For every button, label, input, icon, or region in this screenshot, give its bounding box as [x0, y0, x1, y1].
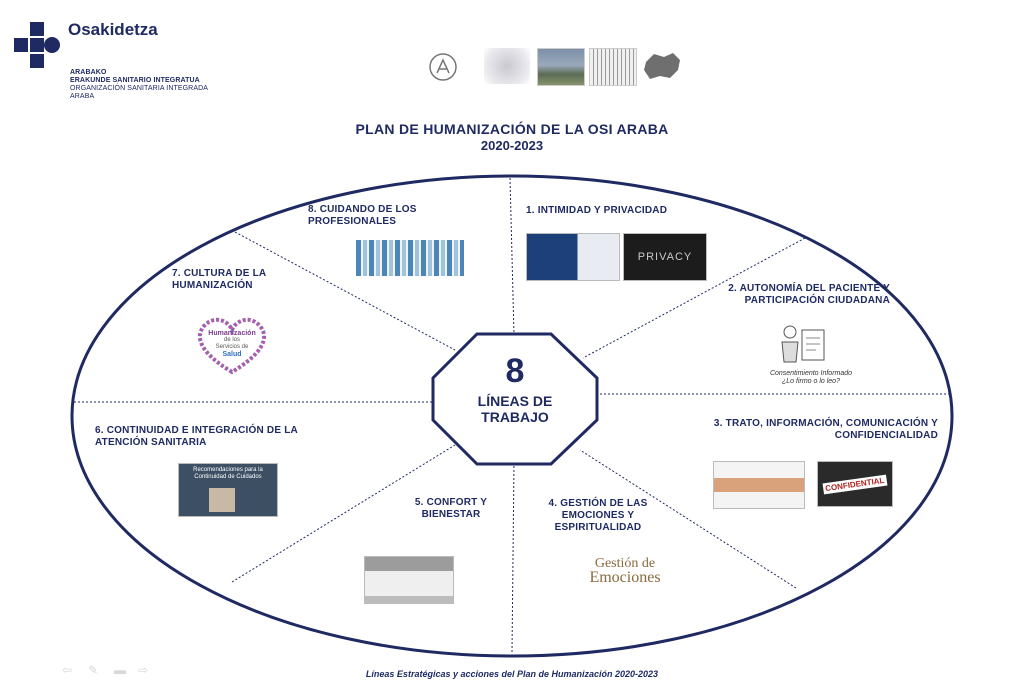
segment-1-image-privacy: PRIVACY	[623, 233, 707, 281]
segment-2-image-consent-icon	[781, 325, 825, 363]
header-image-map	[644, 53, 680, 79]
segment-dividers	[74, 177, 950, 653]
divider-top-left	[234, 231, 456, 351]
center-label: LÍNEAS DE TRABAJO	[477, 393, 553, 425]
segment-4-label: 4. GESTIÓN DE LAS EMOCIONES Y ESPIRITUAL…	[548, 498, 648, 533]
segment-2-caption: Consentimiento Informado ¿Lo firmo o lo …	[769, 370, 853, 385]
diagram-ellipse	[70, 174, 954, 658]
brand-name: Osakidetza	[68, 20, 158, 39]
page-subtitle: 2020-2023	[480, 138, 544, 153]
center-number: 8	[505, 352, 525, 390]
segment-5-label: 5. CONFORT Y BIENESTAR	[414, 497, 488, 520]
segment-5-image-pillows	[364, 556, 454, 604]
organization-name: ARABAKO ERAKUNDE SANITARIO INTEGRATUA OR…	[70, 69, 209, 100]
nav-forward-icon[interactable]: ⇨	[138, 663, 149, 677]
nav-pen-icon[interactable]: ✎	[88, 663, 99, 677]
segment-3-image-handshake	[713, 461, 805, 509]
nav-back-icon[interactable]: ⇦	[62, 663, 73, 677]
segment-6-image-recommendations: Recomendaciones para la Continuidad de C…	[178, 463, 278, 517]
segment-1-image-curtain	[526, 233, 620, 281]
segment-7-heart-text: Humanización de los Servicios de Salud	[208, 330, 256, 358]
segment-1-label: 1. INTIMIDAD Y PRIVACIDAD	[526, 205, 668, 216]
nav-menu-icon[interactable]: ▬	[114, 663, 126, 677]
footer-caption: Líneas Estratégicas y acciones del Plan …	[365, 669, 659, 679]
segment-3-label: 3. TRATO, INFORMACIÓN, COMUNICACIÓN Y CO…	[713, 418, 938, 441]
segment-7-image-heart-icon	[198, 317, 266, 375]
header-image-building-sketch	[589, 48, 637, 86]
segment-7-label: 7. CULTURA DE LA HUMANIZACIÓN	[172, 268, 266, 291]
segment-4-image-emociones: Gestión de Emociones	[589, 556, 661, 586]
osakidetza-logo-icon	[14, 22, 60, 68]
divider-bottom-right	[579, 449, 797, 589]
segment-6-label: 6. CONTINUIDAD E INTEGRACIÓN DE LA ATENC…	[95, 425, 298, 448]
segment-3-image-confidential: CONFIDENTIAL	[817, 461, 893, 507]
header-image-hands	[484, 48, 530, 84]
page-title: PLAN DE HUMANIZACIÓN DE LA OSI ARABA	[355, 121, 669, 137]
header-image-hospital	[537, 48, 585, 86]
segment-2-label: 2. AUTONOMÍA DEL PACIENTE Y PARTICIPACIÓ…	[728, 283, 890, 306]
segment-8-label: 8. CUIDANDO DE LOS PROFESIONALES	[308, 204, 417, 227]
segment-8-image-professionals	[356, 240, 464, 276]
divider-top	[509, 177, 515, 336]
divider-bottom	[511, 461, 515, 653]
accreditation-seal-icon	[429, 53, 457, 81]
center-octagon	[431, 332, 599, 466]
